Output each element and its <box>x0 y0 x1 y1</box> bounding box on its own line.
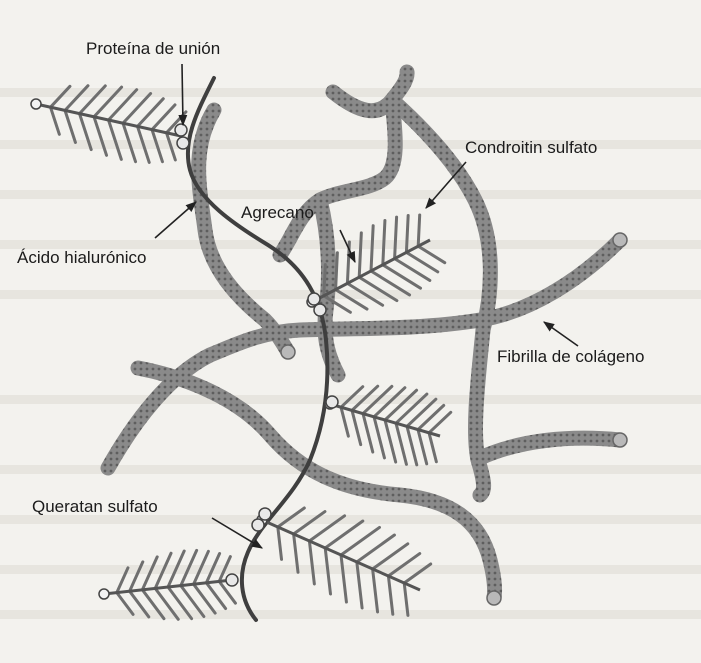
label-proteina-union: Proteína de unión <box>86 39 220 58</box>
glycosaminoglycan-chain <box>278 508 305 527</box>
glycosaminoglycan-chain <box>388 576 392 614</box>
link-protein-sphere <box>177 137 189 149</box>
link-protein-sphere <box>326 396 338 408</box>
glycosaminoglycan-chain <box>395 259 430 281</box>
collagen-fibril <box>280 100 395 255</box>
glycosaminoglycan-chain <box>294 534 298 572</box>
glycosaminoglycan-chain <box>80 114 92 150</box>
arrow-proteina-union <box>182 64 183 125</box>
glycosaminoglycan-chain <box>117 593 133 615</box>
core-protein-end <box>31 99 41 109</box>
glycosaminoglycan-chain <box>388 554 419 576</box>
link-protein-sphere <box>259 508 271 520</box>
label-queratan-sulfato: Queratan sulfato <box>32 497 158 516</box>
aggrecan-molecule <box>257 508 431 615</box>
glycosaminoglycan-chain <box>418 215 419 246</box>
glycosaminoglycan-chain <box>395 217 397 258</box>
fibril-end-cap <box>613 433 627 447</box>
glycosaminoglycan-chain <box>138 126 150 162</box>
aggrecan-molecule <box>325 386 451 465</box>
glycosaminoglycan-chain <box>324 265 325 296</box>
glycosaminoglycan-chain <box>51 86 70 107</box>
glycosaminoglycan-chain <box>347 283 382 305</box>
glycosaminoglycan-chain <box>278 527 282 559</box>
glycosaminoglycan-chain <box>309 541 314 584</box>
glycosaminoglycan-chain <box>341 407 348 436</box>
fibril-end-cap <box>487 591 501 605</box>
link-protein-sphere <box>308 293 320 305</box>
glycosaminoglycan-chain <box>152 130 162 162</box>
glycosaminoglycan-chain <box>383 265 421 288</box>
glycosaminoglycan-chain <box>65 110 75 142</box>
glycosaminoglycan-chain <box>406 215 408 252</box>
glycosaminoglycan-chain <box>407 426 417 464</box>
glycosaminoglycan-chain <box>373 569 378 612</box>
glycosaminoglycan-chain <box>352 386 378 410</box>
glycosaminoglycan-chain <box>407 399 436 426</box>
glycosaminoglycan-chain <box>206 553 219 582</box>
glycosaminoglycan-chain <box>404 583 408 615</box>
glycosaminoglycan-chain <box>371 226 373 271</box>
collagen-fibril <box>480 438 620 458</box>
collagen-fibril <box>475 330 483 495</box>
label-condroitin-sulfato: Condroitin sulfato <box>465 138 597 157</box>
glycosaminoglycan-chain <box>418 430 427 464</box>
glycosaminoglycan-chain <box>404 564 431 583</box>
glycosaminoglycan-chain <box>294 512 325 534</box>
glycosaminoglycan-chain <box>168 587 192 619</box>
glycosaminoglycan-chain <box>142 557 157 590</box>
glycosaminoglycan-chain <box>374 417 384 458</box>
arrow-acido-hialuronico <box>155 202 196 238</box>
link-protein-sphere <box>175 124 187 136</box>
glycosaminoglycan-chain <box>363 414 373 452</box>
glycosaminoglycan-chain <box>181 586 204 617</box>
glycosaminoglycan-chain <box>359 233 361 277</box>
glycosaminoglycan-chain <box>363 386 392 413</box>
glycosaminoglycan-chain <box>167 133 176 160</box>
glycosaminoglycan-chain <box>341 555 346 602</box>
glycosaminoglycan-chain <box>352 410 361 444</box>
glycosaminoglycan-chain <box>374 388 405 417</box>
link-protein-sphere <box>226 574 238 586</box>
aggrecan-molecule <box>99 550 235 619</box>
glycosaminoglycan-chain <box>51 107 60 134</box>
aggrecan-molecule <box>31 86 186 163</box>
glycosaminoglycan-chain <box>117 568 128 593</box>
glycosaminoglycan-chain <box>418 246 445 262</box>
glycosaminoglycan-chain <box>383 220 385 264</box>
link-protein-sphere <box>252 519 264 531</box>
glycosaminoglycan-chain <box>429 433 436 462</box>
glycosaminoglycan-chain <box>396 394 427 423</box>
core-protein-end <box>99 589 109 599</box>
glycosaminoglycan-chain <box>130 562 143 591</box>
glycosaminoglycan-chain <box>418 405 444 429</box>
glycosaminoglycan-chain <box>155 588 178 619</box>
glycosaminoglycan-chain <box>371 271 410 295</box>
glycosaminoglycan-chain <box>396 423 406 464</box>
glycosaminoglycan-chain <box>109 120 122 159</box>
arrow-fibrilla-colageno <box>544 322 578 346</box>
label-fibrilla-colageno: Fibrilla de colágeno <box>497 347 644 366</box>
glycosaminoglycan-chain <box>94 117 107 156</box>
glycosaminoglycan-chain <box>194 551 209 584</box>
link-protein-sphere <box>314 304 326 316</box>
glycosaminoglycan-chain <box>123 123 136 162</box>
glycosaminoglycan-chain <box>359 277 397 300</box>
glycosaminoglycan-chain <box>357 562 362 608</box>
label-agrecano: Agrecano <box>241 203 314 222</box>
glycosaminoglycan-chain <box>325 548 330 594</box>
core-protein <box>262 520 420 590</box>
glycosaminoglycan-chain <box>385 390 417 420</box>
label-acido-hialuronico: Ácido hialurónico <box>17 248 146 267</box>
glycosaminoglycan-chain <box>109 90 137 120</box>
glycosaminoglycan-chain <box>336 253 338 290</box>
fibril-end-cap <box>281 345 295 359</box>
fibril-end-cap <box>613 233 627 247</box>
glycosaminoglycan-chain <box>385 420 396 462</box>
